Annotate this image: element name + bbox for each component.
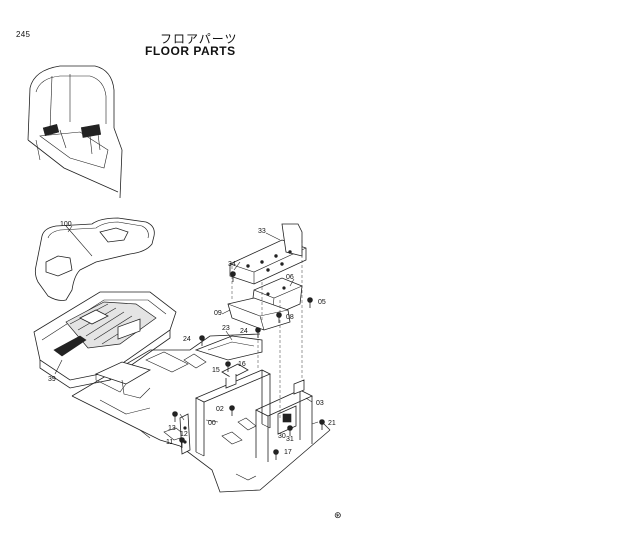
callout-16: 16 — [238, 361, 246, 368]
part-100-floor-mat — [34, 217, 155, 301]
callout-30: 30 — [278, 433, 286, 440]
callout-34: 34 — [228, 261, 236, 268]
callout-21: 21 — [328, 420, 336, 427]
callout-labels: 100 39 33 34 06 05 09 08 23 24 24 16 15 … — [48, 221, 336, 456]
part-09-plate — [227, 297, 291, 331]
bolt-05 — [307, 297, 313, 308]
callout-15: 15 — [212, 367, 220, 374]
bolt-24a — [199, 335, 205, 346]
bolt-16 — [225, 361, 231, 372]
callout-24-left: 24 — [183, 336, 191, 343]
callout-12: 12 — [180, 431, 188, 438]
title-japanese: フロアパーツ — [160, 32, 238, 46]
callout-00: 00 — [208, 420, 216, 427]
bolt-11 — [179, 437, 185, 448]
bolt-34 — [230, 271, 236, 282]
callout-11: 11 — [166, 439, 173, 446]
part-00-frame — [195, 363, 271, 457]
bolt-02 — [229, 405, 235, 416]
bolt-17 — [273, 449, 279, 460]
part-23-support-plate — [194, 335, 263, 361]
callout-02: 02 — [216, 406, 224, 413]
callout-23: 23 — [222, 325, 230, 332]
title-english: FLOOR PARTS — [145, 44, 236, 58]
bolt-21 — [319, 419, 325, 430]
part-33-upper-bracket — [229, 223, 307, 285]
callout-03: 03 — [316, 400, 324, 407]
bolt-30 — [287, 425, 293, 436]
bolt-13 — [172, 411, 178, 422]
callout-31: 31 — [286, 436, 294, 443]
part-39-floor-plate — [33, 291, 177, 389]
cab-thumbnail — [27, 65, 123, 199]
callout-100: 100 — [60, 221, 72, 228]
callout-06: 06 — [286, 274, 294, 281]
callout-24-right: 24 — [240, 328, 248, 335]
callout-17: 17 — [284, 449, 292, 456]
callout-33: 33 — [258, 228, 266, 235]
callout-13: 13 — [168, 425, 176, 432]
callout-05: 05 — [318, 299, 326, 306]
callout-39: 39 — [48, 376, 56, 383]
page-number: 245 — [16, 30, 31, 39]
bolt-08 — [276, 312, 282, 323]
bolts — [172, 271, 325, 460]
callout-08: 08 — [286, 314, 294, 321]
bolt-24b — [255, 327, 261, 338]
center-rail — [94, 361, 152, 399]
callout-09: 09 — [214, 310, 222, 317]
catalog-mark: ⊛ — [334, 511, 342, 521]
